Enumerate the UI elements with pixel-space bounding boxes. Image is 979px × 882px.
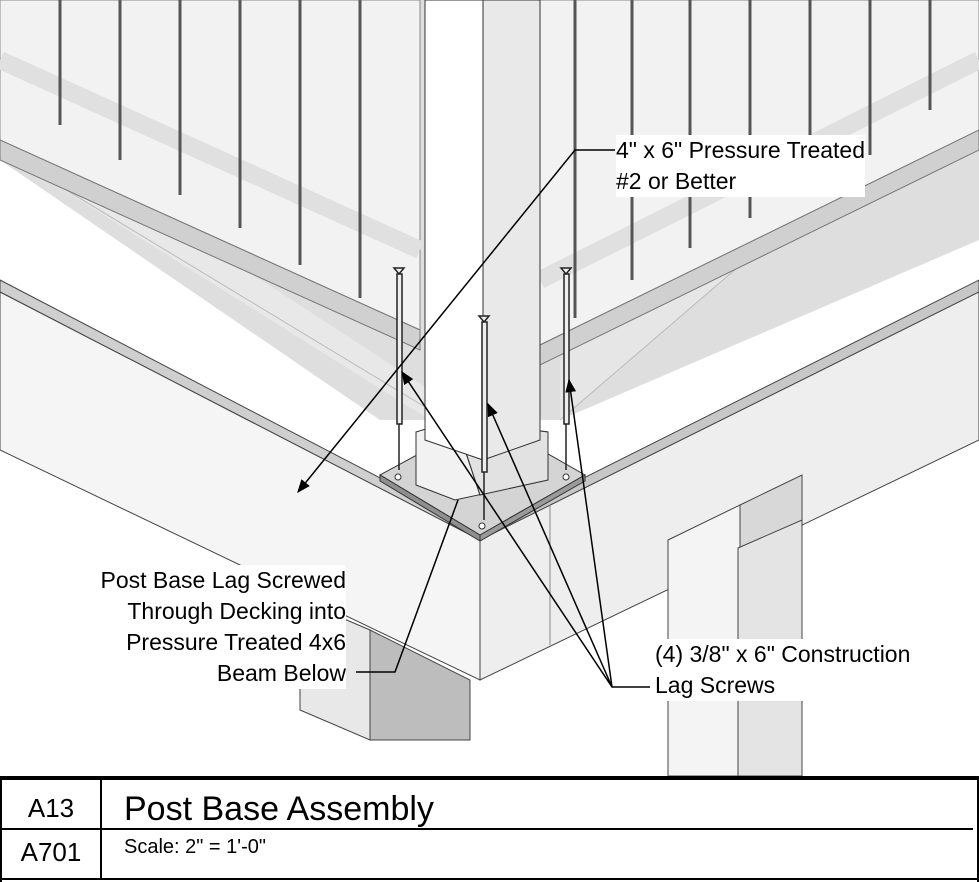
lag-screws-callout-line2: Lag Screws: [655, 672, 776, 698]
detail-scale: Scale: 2" = 1'-0": [124, 836, 266, 858]
lag-screws-callout-line1: (4) 3/8" x 6" Construction: [655, 641, 911, 667]
sheet-number: A701: [2, 830, 102, 878]
post-callout-line2: #2 or Better: [616, 168, 737, 194]
post-callout-text: 4" x 6" Pressure Treated #2 or Better: [616, 135, 866, 197]
screw-leader-line-2: [487, 402, 613, 688]
post-base-callout-line1: Post Base Lag Screwed: [100, 567, 346, 593]
deck-fascia: [0, 279, 979, 681]
callout-leaders: [297, 149, 650, 688]
post-base-isometric-drawing: [0, 0, 979, 776]
lag-screws-callout-text: (4) 3/8" x 6" Construction Lag Screws: [655, 639, 911, 701]
post-callout-line1: 4" x 6" Pressure Treated: [616, 137, 866, 163]
title-block: A13 A701 Post Base Assembly Scale: 2" = …: [2, 776, 977, 880]
detail-title: Post Base Assembly: [102, 780, 973, 830]
border-right: [977, 776, 979, 882]
post-leader-line: [297, 149, 615, 494]
post-base-callout-text: Post Base Lag Screwed Through Decking in…: [100, 565, 346, 689]
post-base-callout-line2: Through Decking into: [127, 598, 346, 624]
lag-screws: [392, 267, 573, 520]
border-left: [0, 776, 2, 882]
post-base-callout-line4: Beam Below: [216, 660, 346, 686]
post-base-callout-line3: Pressure Treated 4x6: [126, 629, 346, 655]
screw-leader-line-3: [565, 378, 613, 688]
left-railing: [0, 0, 424, 351]
base-leader-line: [356, 499, 459, 673]
main-post: [424, 0, 541, 461]
detail-number: A13: [2, 780, 102, 830]
